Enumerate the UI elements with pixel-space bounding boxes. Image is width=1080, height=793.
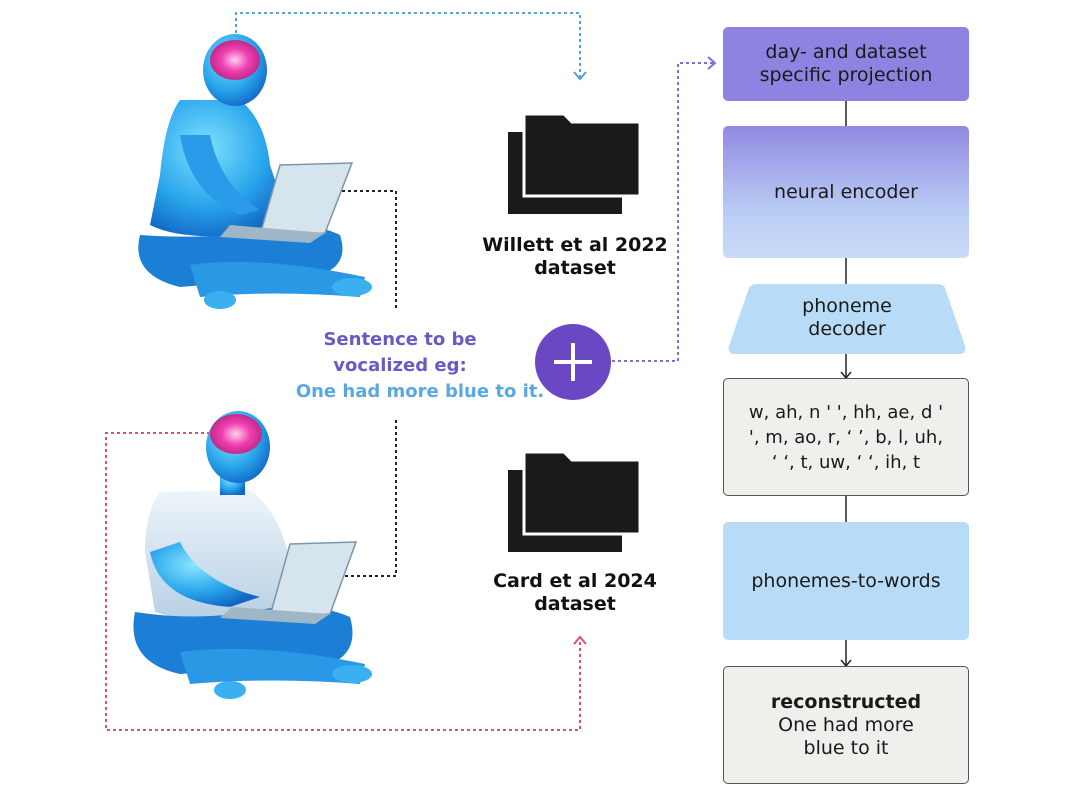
projection-label-line1: day- and dataset	[765, 41, 927, 63]
phoneme-line2: ', m, ao, r, ‘ ’, b, l, uh,	[748, 426, 944, 448]
decoder-label-line1: phoneme	[802, 295, 892, 317]
reconstructed-output-box: reconstructed One had more blue to it	[723, 666, 969, 784]
phoneme-decoder-label: phoneme decoder	[727, 295, 967, 341]
phonemes-to-words-label: phonemes-to-words	[751, 569, 941, 592]
projection-label-line2: specific projection	[759, 64, 933, 86]
person-figure-2	[133, 411, 372, 699]
brain-icon	[210, 40, 260, 80]
connector-person1-to-willett	[235, 12, 581, 78]
projection-box: day- and dataset specific projection	[723, 27, 969, 101]
neural-encoder-label: neural encoder	[774, 180, 918, 203]
folder-stack-icon	[508, 112, 642, 214]
dataset-label-card: Card et al 2024 dataset	[470, 570, 680, 616]
dataset-name: Card et al 2024	[493, 570, 657, 592]
phoneme-line1: w, ah, n ' ', hh, ae, d '	[748, 401, 944, 423]
decoder-label-line2: decoder	[808, 318, 886, 340]
sentence-label-line1: Sentence to be	[323, 329, 477, 350]
reconstructed-line3: blue to it	[803, 736, 889, 759]
phoneme-output-box: w, ah, n ' ', hh, ae, d ' ', m, ao, r, ‘…	[723, 378, 969, 496]
brain-icon	[210, 414, 262, 454]
neural-encoder-box: neural encoder	[723, 126, 969, 258]
folder-stack-icon	[508, 450, 642, 552]
phonemes-to-words-box: phonemes-to-words	[723, 522, 969, 640]
phoneme-decoder-shape	[728, 284, 966, 354]
plus-icon	[535, 324, 611, 400]
dataset-suffix: dataset	[534, 593, 616, 615]
dataset-label-willett: Willett et al 2022 dataset	[470, 234, 680, 280]
connector-plus-to-projection	[612, 62, 714, 362]
reconstructed-label: reconstructed	[770, 690, 922, 713]
laptop-icon-2	[220, 541, 358, 624]
sentence-label-line2: vocalized eg:	[333, 355, 467, 376]
connector-sentence-to-laptop2	[330, 420, 397, 577]
connector-sentence-to-laptop1	[330, 190, 397, 308]
laptop-icon-1	[220, 162, 354, 243]
dataset-suffix: dataset	[534, 257, 616, 279]
sentence-block: Sentence to be vocalized eg: One had mor…	[250, 327, 550, 405]
phoneme-line3: ‘ ‘, t, uw, ‘ ‘, ih, t	[771, 451, 921, 473]
person-figure-1	[138, 34, 372, 309]
sentence-example: One had more blue to it.	[295, 381, 545, 402]
dataset-name: Willett et al 2022	[482, 234, 668, 256]
reconstructed-line2: One had more	[778, 713, 914, 736]
